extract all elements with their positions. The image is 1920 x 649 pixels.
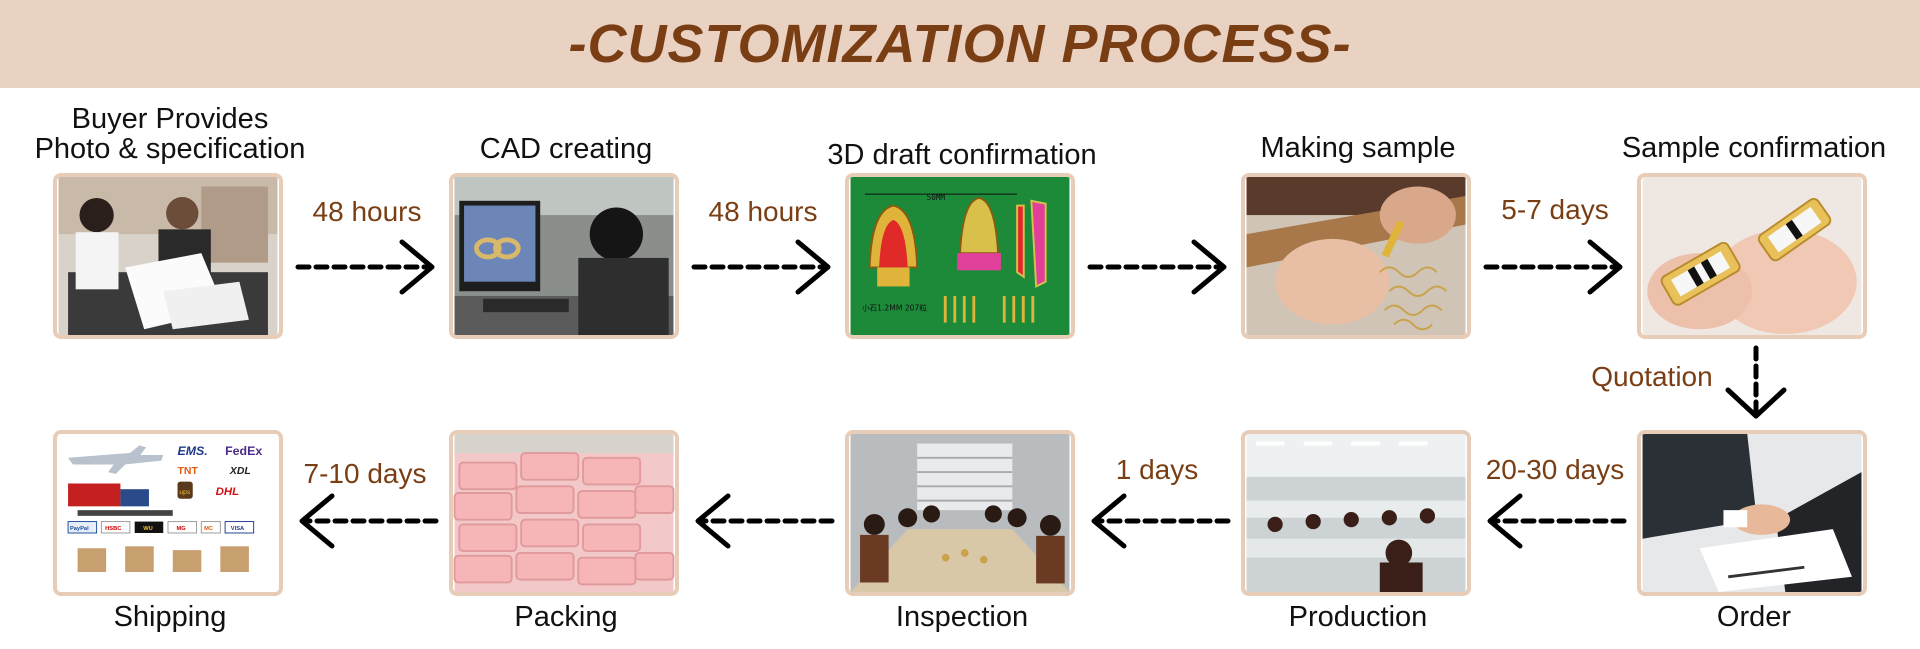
drawing-scale-note: 50MM [927, 193, 946, 202]
photo-3d-draft: 50MM 小石1.2MM 207粒 [845, 173, 1075, 339]
ems-logo: EMS. [178, 444, 208, 458]
arrow-left-4 [299, 493, 439, 549]
photo-buyer-meeting [53, 173, 283, 339]
dhl-logo: DHL [216, 486, 239, 498]
photo-production [1241, 430, 1471, 596]
photo-inspection [845, 430, 1075, 596]
packages-photo-icon [453, 434, 675, 592]
xdl-logo: XDL [229, 466, 251, 477]
3d-draft-render-icon: 50MM 小石1.2MM 207粒 [850, 177, 1070, 335]
drawing-caption: 小石1.2MM 207粒 [862, 302, 927, 312]
step-label-packing: Packing [514, 601, 618, 633]
hsbc-logo: HSBC [105, 526, 121, 532]
step-label-order: Order [1716, 601, 1792, 633]
inspection-table-photo-icon [850, 434, 1070, 592]
arrow-right-3 [1087, 239, 1227, 295]
edge-label-1: 48 hours [312, 196, 422, 227]
tnt-logo: TNT [178, 466, 199, 477]
paypal-logo: PayPal [70, 526, 89, 532]
edge-label-7: 1 days [1115, 454, 1199, 485]
photo-sample-confirmation [1637, 173, 1867, 339]
step-label-sample-confirmation: Sample confirmation [1621, 132, 1887, 164]
arrow-right-1 [295, 239, 435, 295]
step-label-making-sample: Making sample [1260, 132, 1456, 164]
step-label-cad: CAD creating [479, 133, 653, 165]
cad-workstation-photo-icon [454, 177, 674, 335]
photo-order [1637, 430, 1867, 596]
title-banner: -CUSTOMIZATION PROCESS- [0, 0, 1920, 88]
ups-logo: ups [179, 489, 190, 496]
meeting-photo-icon [58, 177, 278, 335]
visa-logo: VISA [231, 526, 244, 532]
step-label-3d-draft: 3D draft confirmation [827, 139, 1097, 171]
step-label-inspection: Inspection [895, 601, 1029, 633]
step-label-line: Buyer Provides [71, 103, 269, 135]
photo-making-sample [1241, 173, 1471, 339]
photo-shipping: EMS. FedEx TNT XDL ups DHL PayPal HSBC W… [53, 430, 283, 596]
factory-floor-photo-icon [1246, 434, 1466, 592]
edge-label-4: 5-7 days [1501, 194, 1609, 225]
moneygram-logo: MG [177, 526, 187, 532]
step-label-buyer-provides: Buyer Provides Photo & specification [10, 104, 330, 164]
arrow-right-4 [1483, 239, 1623, 295]
handshake-photo-icon [1642, 434, 1862, 592]
jewelry-crafting-photo-icon [1246, 177, 1466, 335]
arrow-left-3 [695, 493, 835, 549]
mastercard-logo: MC [204, 526, 213, 532]
page-title: -CUSTOMIZATION PROCESS- [568, 14, 1352, 74]
arrow-left-1 [1487, 493, 1627, 549]
step-label-line: Photo & specification [34, 133, 306, 165]
shipping-logos-photo-icon: EMS. FedEx TNT XDL ups DHL PayPal HSBC W… [58, 434, 278, 592]
step-label-production: Production [1288, 601, 1428, 633]
edge-label-5: Quotation [1591, 361, 1713, 392]
photo-packing [449, 430, 679, 596]
arrow-right-2 [691, 239, 831, 295]
photo-cad-creating [449, 173, 679, 339]
edge-label-6: 20-30 days [1485, 454, 1625, 485]
arrow-left-2 [1091, 493, 1231, 549]
step-label-shipping: Shipping [113, 601, 227, 633]
edge-label-9: 7-10 days [303, 458, 427, 489]
fedex-logo: FedEx [225, 444, 262, 458]
finished-rings-photo-icon [1642, 177, 1862, 335]
western-union-logo: WU [143, 526, 153, 532]
edge-label-2: 48 hours [708, 196, 818, 227]
